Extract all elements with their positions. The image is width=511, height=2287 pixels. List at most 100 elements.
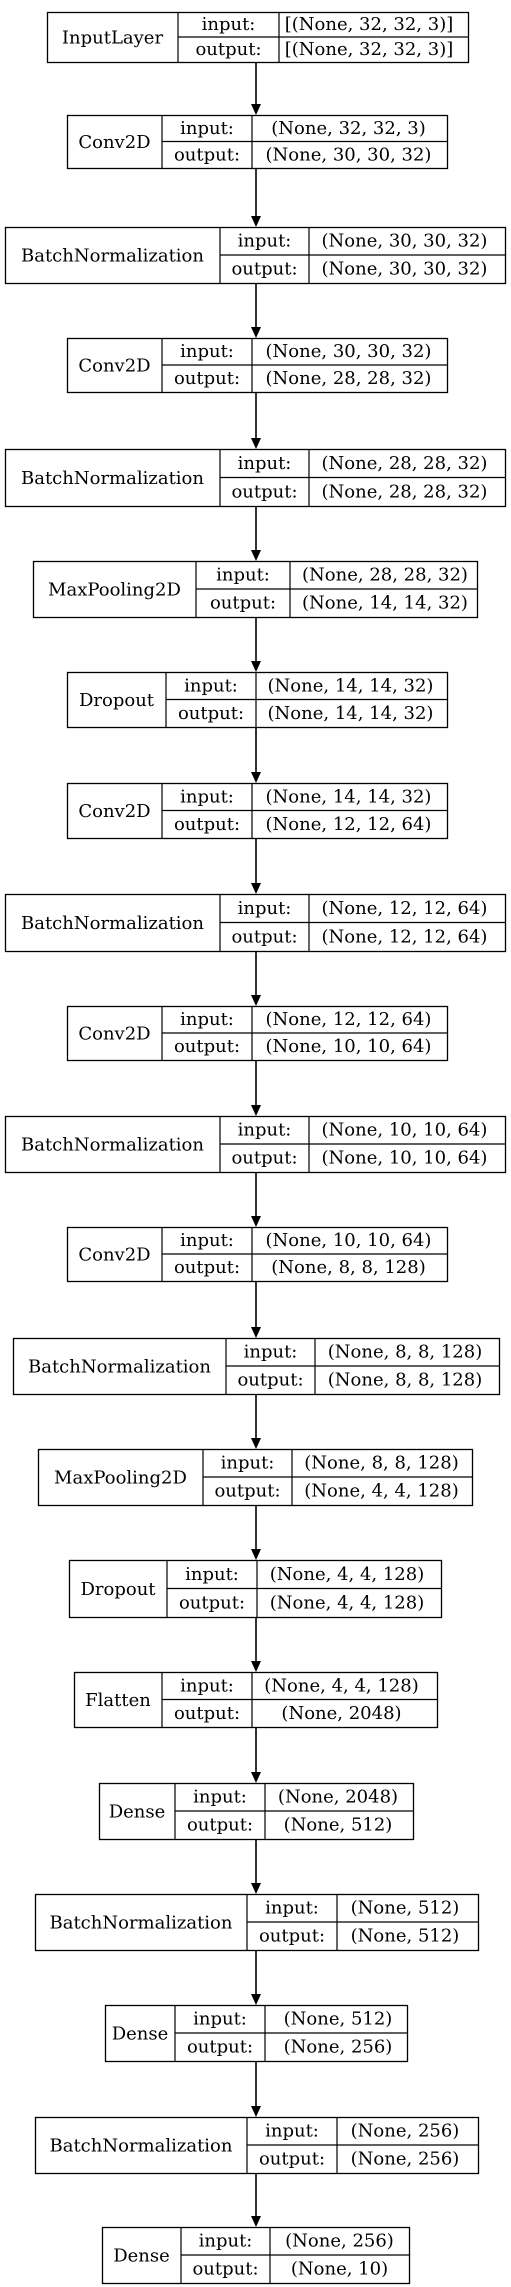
input-shape: (None, 10, 10, 64) bbox=[322, 1120, 488, 1141]
layer-name: InputLayer bbox=[62, 28, 164, 49]
layer-name: BatchNormalization bbox=[21, 246, 204, 267]
output-shape: (None, 28, 28, 32) bbox=[322, 481, 488, 502]
input-shape: (None, 2048) bbox=[278, 1787, 398, 1808]
output-shape: (None, 14, 14, 32) bbox=[302, 593, 468, 614]
input-shape: (None, 256) bbox=[285, 2231, 394, 2252]
input-shape: (None, 12, 12, 64) bbox=[322, 898, 488, 919]
output-shape: (None, 10, 10, 64) bbox=[322, 1148, 488, 1169]
input-shape: (None, 4, 4, 128) bbox=[264, 1675, 418, 1696]
input-label: input: bbox=[265, 2121, 319, 2142]
output-shape: (None, 12, 12, 64) bbox=[322, 926, 488, 947]
connector-arrow bbox=[251, 1951, 261, 2005]
output-label: output: bbox=[187, 2037, 253, 2058]
layer-name: MaxPooling2D bbox=[48, 580, 181, 601]
input-label: input: bbox=[265, 1898, 319, 1919]
input-shape: (None, 512) bbox=[351, 1898, 460, 1919]
input-label: input: bbox=[193, 2009, 247, 2030]
output-shape: (None, 30, 30, 32) bbox=[322, 259, 488, 280]
input-shape: (None, 14, 14, 32) bbox=[266, 786, 432, 807]
input-label: input: bbox=[199, 2231, 253, 2252]
layer-node: BatchNormalization input: output: (None, 30… bbox=[4, 226, 507, 285]
input-label: input: bbox=[180, 786, 234, 807]
input-label: input: bbox=[238, 453, 292, 474]
input-shape: (None, 30, 30, 32) bbox=[266, 341, 432, 362]
connector-arrow bbox=[251, 1506, 261, 1560]
input-label: input: bbox=[216, 565, 270, 586]
connector-arrow bbox=[251, 1173, 261, 1227]
connector-arrow bbox=[251, 1061, 261, 1116]
layer-name: Conv2D bbox=[78, 1245, 150, 1266]
input-label: input: bbox=[180, 1675, 234, 1696]
connector-arrow bbox=[251, 1282, 261, 1338]
connector-arrow bbox=[251, 393, 261, 449]
output-shape: (None, 2048) bbox=[281, 1703, 401, 1724]
input-shape: (None, 256) bbox=[351, 2121, 460, 2142]
arrow-head bbox=[251, 1438, 261, 1449]
connector-arrow bbox=[251, 952, 261, 1006]
output-shape: (None, 8, 8, 128) bbox=[328, 1370, 482, 1391]
output-label: output: bbox=[174, 1036, 240, 1057]
output-shape: (None, 28, 28, 32) bbox=[266, 368, 432, 389]
output-shape: (None, 512) bbox=[351, 1926, 460, 1947]
output-shape: (None, 512) bbox=[284, 1815, 393, 1836]
output-label: output: bbox=[174, 1703, 240, 1724]
input-shape: (None, 10, 10, 64) bbox=[266, 1230, 432, 1251]
input-label: input: bbox=[202, 14, 256, 35]
input-shape: (None, 28, 28, 32) bbox=[302, 565, 468, 586]
arrow-head bbox=[251, 1883, 261, 1894]
input-shape: (None, 32, 32, 3) bbox=[271, 118, 425, 139]
arrow-head bbox=[251, 1772, 261, 1783]
input-shape: (None, 8, 8, 128) bbox=[304, 1453, 458, 1474]
output-label: output: bbox=[192, 2259, 258, 2280]
input-shape: (None, 4, 4, 128) bbox=[270, 1564, 424, 1585]
arrow-head bbox=[251, 104, 261, 115]
input-label: input: bbox=[238, 1120, 292, 1141]
output-label: output: bbox=[174, 814, 240, 835]
output-shape: (None, 12, 12, 64) bbox=[266, 814, 432, 835]
layer-name: Dense bbox=[113, 2246, 170, 2267]
arrow-head bbox=[251, 550, 261, 561]
connector-arrow bbox=[251, 507, 261, 561]
output-label: output: bbox=[231, 259, 297, 280]
layer-name: Dense bbox=[112, 2024, 169, 2045]
input-label: input: bbox=[238, 231, 292, 252]
output-label: output: bbox=[214, 1481, 280, 1502]
arrow-head bbox=[251, 1327, 261, 1338]
layer-name: Conv2D bbox=[78, 132, 150, 153]
input-shape: (None, 512) bbox=[284, 2009, 393, 2030]
layer-name: BatchNormalization bbox=[21, 913, 204, 934]
connector-arrow bbox=[251, 2062, 261, 2117]
output-label: output: bbox=[187, 1815, 253, 1836]
output-shape: (None, 256) bbox=[284, 2037, 393, 2058]
layer-name: BatchNormalization bbox=[28, 1357, 211, 1378]
output-label: output: bbox=[174, 368, 240, 389]
arrow-head bbox=[251, 995, 261, 1006]
input-shape: (None, 12, 12, 64) bbox=[266, 1009, 432, 1030]
arrow-head bbox=[251, 1216, 261, 1227]
output-label: output: bbox=[237, 1370, 303, 1391]
arrow-head bbox=[251, 661, 261, 672]
arrow-head bbox=[251, 1549, 261, 1560]
layer-name: BatchNormalization bbox=[21, 468, 204, 489]
layer-name: Dropout bbox=[79, 690, 155, 711]
arrow-head bbox=[251, 216, 261, 227]
output-label: output: bbox=[195, 39, 261, 60]
layer-name: Dense bbox=[109, 1802, 166, 1823]
output-shape: (None, 256) bbox=[351, 2149, 460, 2170]
output-shape: (None, 14, 14, 32) bbox=[268, 703, 434, 724]
input-label: input: bbox=[180, 1009, 234, 1030]
input-shape: (None, 28, 28, 32) bbox=[322, 453, 488, 474]
output-shape: [(None, 32, 32, 3)] bbox=[285, 39, 454, 60]
output-label: output: bbox=[231, 1148, 297, 1169]
arrow-head bbox=[251, 327, 261, 338]
